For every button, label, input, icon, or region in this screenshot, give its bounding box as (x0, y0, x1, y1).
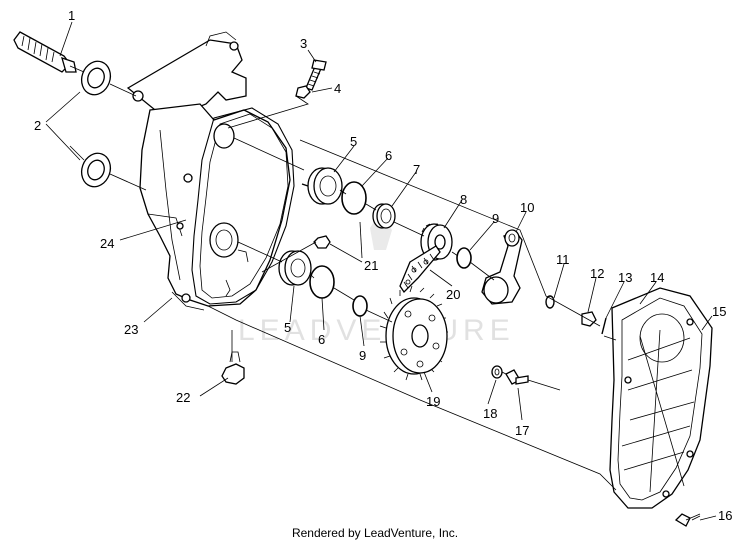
callout-2: 2 (34, 118, 41, 133)
callout-3: 3 (300, 36, 307, 51)
part-oring-upper (341, 181, 367, 215)
part-spacer-7 (372, 203, 396, 229)
callout-13: 13 (618, 270, 632, 285)
callout-7: 7 (413, 162, 420, 177)
part-bolt-3 (305, 59, 327, 91)
part-seal-lower (80, 152, 112, 188)
callout-15: 15 (712, 304, 726, 319)
callout-4: 4 (334, 81, 341, 96)
callout-9: 9 (492, 211, 499, 226)
part-tensioner-10 (481, 229, 523, 305)
watermark-text: LEADVENTURE (238, 314, 515, 347)
callout-22: 22 (176, 390, 190, 405)
part-washer-lower (352, 295, 368, 317)
callout-18: 18 (483, 406, 497, 421)
callout-6: 6 (385, 148, 392, 163)
callout-8: 8 (460, 192, 467, 207)
part-chaincase-cover (609, 287, 713, 509)
callout-11: 11 (556, 252, 570, 267)
callout-12: 12 (590, 266, 604, 281)
part-bearing-upper (302, 167, 343, 205)
part-nut-12 (581, 311, 597, 327)
part-washer-upper (456, 247, 472, 269)
part-chaincase-housing (126, 31, 295, 311)
part-washer-18 (491, 365, 503, 379)
callout-5: 5 (350, 134, 357, 149)
watermark: LEADVENTURE (238, 212, 515, 347)
part-sprocket-19 (379, 285, 448, 381)
part-chain (399, 245, 441, 294)
part-nut-21 (313, 235, 331, 249)
callout-10: 10 (520, 200, 534, 215)
part-nut-4 (295, 85, 311, 99)
callout-1: 1 (68, 8, 75, 23)
part-bearing-lower (278, 250, 312, 286)
callout-21: 21 (364, 258, 378, 273)
callout-9-lower: 9 (359, 348, 366, 363)
callout-20: 20 (446, 287, 460, 302)
callout-23: 23 (124, 322, 138, 337)
callout-16: 16 (718, 508, 732, 523)
assembly-lines (69, 65, 701, 521)
part-bolt-17 (505, 369, 529, 385)
part-drain-plug-22 (221, 351, 245, 385)
part-seal-upper (80, 60, 112, 96)
part-shaft (13, 31, 77, 73)
callout-6-lower: 6 (318, 332, 325, 347)
part-oring-lower (309, 265, 335, 299)
callout-17: 17 (515, 423, 529, 438)
part-bolt-16 (674, 513, 701, 527)
leader-lines (45, 21, 717, 521)
footer-credit: Rendered by LeadVenture, Inc. (291, 526, 459, 540)
part-pin-13 (601, 317, 607, 335)
callout-14: 14 (650, 270, 664, 285)
callouts: 1 2 3 4 5 6 7 8 9 10 11 12 13 14 15 16 1… (34, 8, 732, 523)
callout-19: 19 (426, 394, 440, 409)
callout-5-lower: 5 (284, 320, 291, 335)
part-washer-11 (545, 295, 555, 309)
callout-24: 24 (100, 236, 114, 251)
